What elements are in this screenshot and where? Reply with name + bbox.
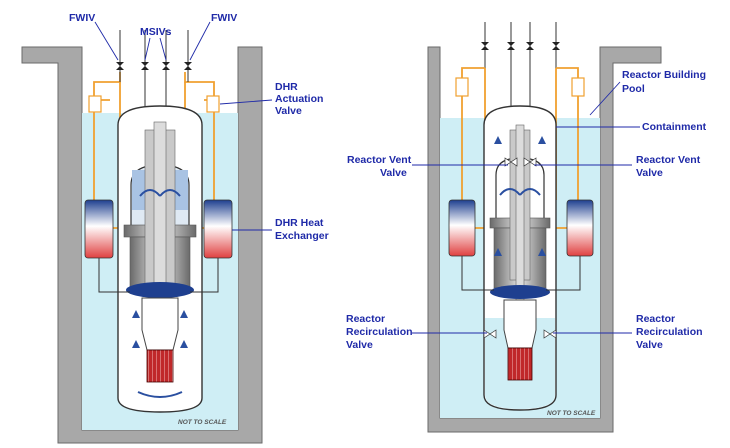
msiv-right-valve-icon bbox=[162, 62, 170, 70]
left-reactor-vessel bbox=[123, 121, 197, 398]
label-fwiv-left: FWIV bbox=[69, 12, 95, 24]
right-top-valves bbox=[481, 22, 560, 130]
label-dhr-hx-line2: Exchanger bbox=[275, 230, 329, 242]
fwiv-right-valve-icon bbox=[184, 62, 192, 70]
label-vent-left-line1: Reactor Vent bbox=[347, 154, 412, 166]
label-recirc-left-line3: Valve bbox=[346, 339, 373, 351]
label-not-to-scale-right: NOT TO SCALE bbox=[547, 410, 596, 417]
dhr-actuation-valve-left-icon bbox=[88, 95, 102, 113]
right-dhr-heat-exchanger-right bbox=[566, 199, 594, 257]
left-dhr-heat-exchanger-left bbox=[84, 199, 114, 259]
label-fwiv-right: FWIV bbox=[211, 12, 237, 24]
label-recirc-left-line2: Recirculation bbox=[346, 326, 413, 338]
reactor-vent-valve-right-icon bbox=[523, 157, 537, 167]
reactor-recirculation-valve-left-icon bbox=[483, 329, 497, 339]
right-valve-1-icon bbox=[481, 42, 489, 50]
label-recirc-right-line2: Recirculation bbox=[636, 326, 703, 338]
label-dhr-actuation-line3: Valve bbox=[275, 105, 302, 117]
label-dhr-actuation-line2: Actuation bbox=[275, 93, 323, 105]
label-vent-right-line2: Valve bbox=[636, 167, 663, 179]
left-dhr-heat-exchanger-right bbox=[203, 199, 233, 259]
label-dhr-actuation-line1: DHR bbox=[275, 81, 298, 93]
label-vent-left-line2: Valve bbox=[380, 167, 407, 179]
left-diagram: FWIV MSIVs FWIV DHR Actuation Valve DHR … bbox=[21, 12, 329, 444]
reactor-vent-valve-left-icon bbox=[504, 157, 518, 167]
label-reactor-building-pool-line1: Reactor Building bbox=[622, 69, 706, 81]
right-diagram: Reactor Building Pool Containment Reacto… bbox=[346, 22, 707, 433]
label-msivs: MSIVs bbox=[140, 26, 172, 38]
label-recirc-left-line1: Reactor bbox=[346, 313, 385, 325]
fwiv-left-valve-icon bbox=[116, 62, 124, 70]
label-vent-right-line1: Reactor Vent bbox=[636, 154, 701, 166]
label-not-to-scale-left: NOT TO SCALE bbox=[178, 419, 227, 426]
right-valve-2-icon bbox=[507, 42, 515, 50]
right-reactor-core bbox=[507, 347, 533, 381]
label-reactor-building-pool-line2: Pool bbox=[622, 83, 645, 95]
label-recirc-right-line1: Reactor bbox=[636, 313, 675, 325]
label-dhr-hx-line1: DHR Heat bbox=[275, 217, 324, 229]
reactor-recirculation-valve-right-icon bbox=[543, 329, 557, 339]
right-reactor-vessel bbox=[483, 124, 557, 381]
right-valve-4-icon bbox=[552, 42, 560, 50]
label-containment: Containment bbox=[642, 121, 707, 133]
label-recirc-right-line3: Valve bbox=[636, 339, 663, 351]
dhr-actuation-valve-right-icon bbox=[206, 95, 220, 113]
left-reactor-core bbox=[146, 349, 174, 383]
right-dhr-heat-exchanger-left bbox=[448, 199, 476, 257]
right-valve-3-icon bbox=[526, 42, 534, 50]
msiv-left-valve-icon bbox=[141, 62, 149, 70]
